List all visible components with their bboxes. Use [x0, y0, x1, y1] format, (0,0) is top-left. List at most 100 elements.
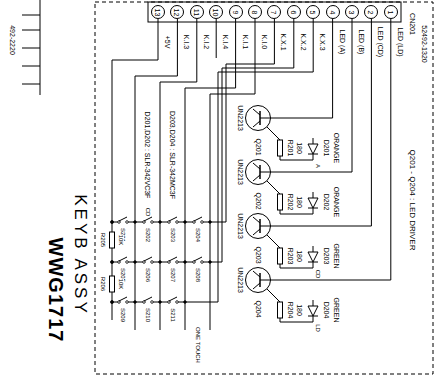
pin-name: +5V	[164, 36, 171, 49]
switch-label: S211	[170, 308, 176, 322]
pin-number: 2	[368, 10, 375, 14]
wire	[313, 246, 314, 252]
pin-number: 4	[329, 10, 336, 14]
resistor-value: 180	[296, 250, 303, 262]
switch-lever	[169, 297, 177, 301]
wire	[160, 19, 197, 330]
resistor-label: R201	[287, 140, 294, 157]
switch-contact	[176, 221, 179, 224]
transistor-symbol: Q204UN2213	[245, 267, 271, 293]
pin-number: 7	[271, 10, 278, 14]
transistor-collector	[253, 217, 260, 223]
transistor-circle	[246, 106, 271, 131]
switch-label: S210	[145, 308, 151, 322]
switch-label: S204	[195, 228, 201, 242]
wire-edge	[271, 19, 352, 172]
pin-number: 1	[387, 10, 394, 14]
pin-name: K.X.1	[280, 33, 287, 50]
wire	[280, 262, 313, 268]
transistor-collector	[253, 163, 260, 169]
led-color: ORANGE	[333, 187, 340, 217]
assembly-title: KEYB ASSY	[72, 194, 89, 316]
pin-number: 13	[154, 8, 161, 16]
switch-lever	[144, 257, 152, 261]
connector-pin: 9	[229, 5, 243, 19]
resistor-label: R205	[100, 233, 106, 247]
switch-lever	[119, 217, 127, 221]
transistor-lead	[260, 118, 271, 119]
switch-label: S209	[120, 308, 126, 322]
diode-label: D204	[323, 302, 330, 319]
junction-dot	[184, 221, 187, 224]
resistor-value: 180	[296, 142, 303, 154]
pin-name: LED (A)	[338, 30, 345, 55]
wire	[112, 19, 313, 302]
wire	[313, 300, 314, 306]
resistor-symbol	[278, 302, 283, 318]
transistor-outline	[245, 105, 271, 131]
part-type: UN2213	[237, 159, 244, 185]
wire	[267, 289, 280, 302]
led-color: GREEN	[333, 244, 340, 269]
pin-name: K.X.3	[319, 33, 326, 50]
led-symbol	[308, 144, 318, 154]
junction-dot	[134, 301, 137, 304]
transistor-emitter	[253, 229, 260, 235]
diode-label: D201	[323, 140, 330, 157]
transistor-collector	[253, 271, 260, 277]
switch-label: S206	[145, 268, 151, 282]
junction-dot	[111, 221, 114, 224]
resistor-symbol	[278, 194, 283, 210]
connector-pin: 5	[306, 5, 320, 19]
transistor-label: Q202	[255, 192, 262, 209]
led-symbol	[308, 198, 318, 208]
resistor-value: 10K	[118, 279, 124, 290]
wire	[313, 192, 314, 198]
connector-pin: 12	[170, 5, 184, 19]
junction-dot	[159, 261, 162, 264]
wire	[267, 235, 280, 248]
switch-contact	[151, 261, 154, 264]
resistor-value: 180	[296, 196, 303, 208]
led-mark: LD	[315, 324, 321, 332]
connector-pin: 10	[209, 5, 223, 19]
transistor-lead	[260, 226, 271, 227]
transistor-label: Q203	[255, 246, 262, 263]
resistor-value: 180	[296, 304, 303, 316]
junction-dot	[209, 261, 212, 264]
connector-pin: 6	[287, 5, 301, 19]
part-type: UN2213	[237, 105, 244, 131]
transistor-circle	[246, 268, 271, 293]
connector-pin: 2	[364, 5, 378, 19]
transistor-lead	[260, 172, 271, 173]
switch-contact	[126, 301, 129, 304]
transistor-emitter	[253, 121, 260, 127]
junction-dot	[184, 301, 187, 304]
junction-dot	[134, 221, 137, 224]
resistor-label: R202	[287, 194, 294, 211]
wire	[280, 208, 313, 214]
part-number: WWG1717	[46, 238, 66, 343]
pin-name: K.I.0	[261, 35, 268, 49]
wire	[22, 30, 40, 31]
transistor-label: Q204	[255, 300, 262, 317]
connector-pin: 13	[151, 5, 165, 19]
resistor-label: R203	[287, 248, 294, 265]
diode-label: D203	[323, 248, 330, 265]
pin-number: 3	[349, 10, 356, 14]
resistor-symbol	[278, 248, 283, 264]
pin-number: 5	[310, 10, 317, 14]
resistor-label: R204	[287, 302, 294, 319]
transistor-symbol: Q203UN2213	[245, 213, 271, 239]
junction-dot	[159, 301, 162, 304]
wire	[216, 19, 217, 58]
pin-number: 11	[193, 8, 200, 15]
switch-lever	[194, 217, 202, 221]
assembly-border	[95, 2, 433, 374]
pin-number: 8	[252, 10, 259, 14]
pin-name: K.I.4	[222, 35, 229, 49]
resistor-symbol	[278, 140, 283, 156]
switch-contact	[151, 221, 154, 224]
